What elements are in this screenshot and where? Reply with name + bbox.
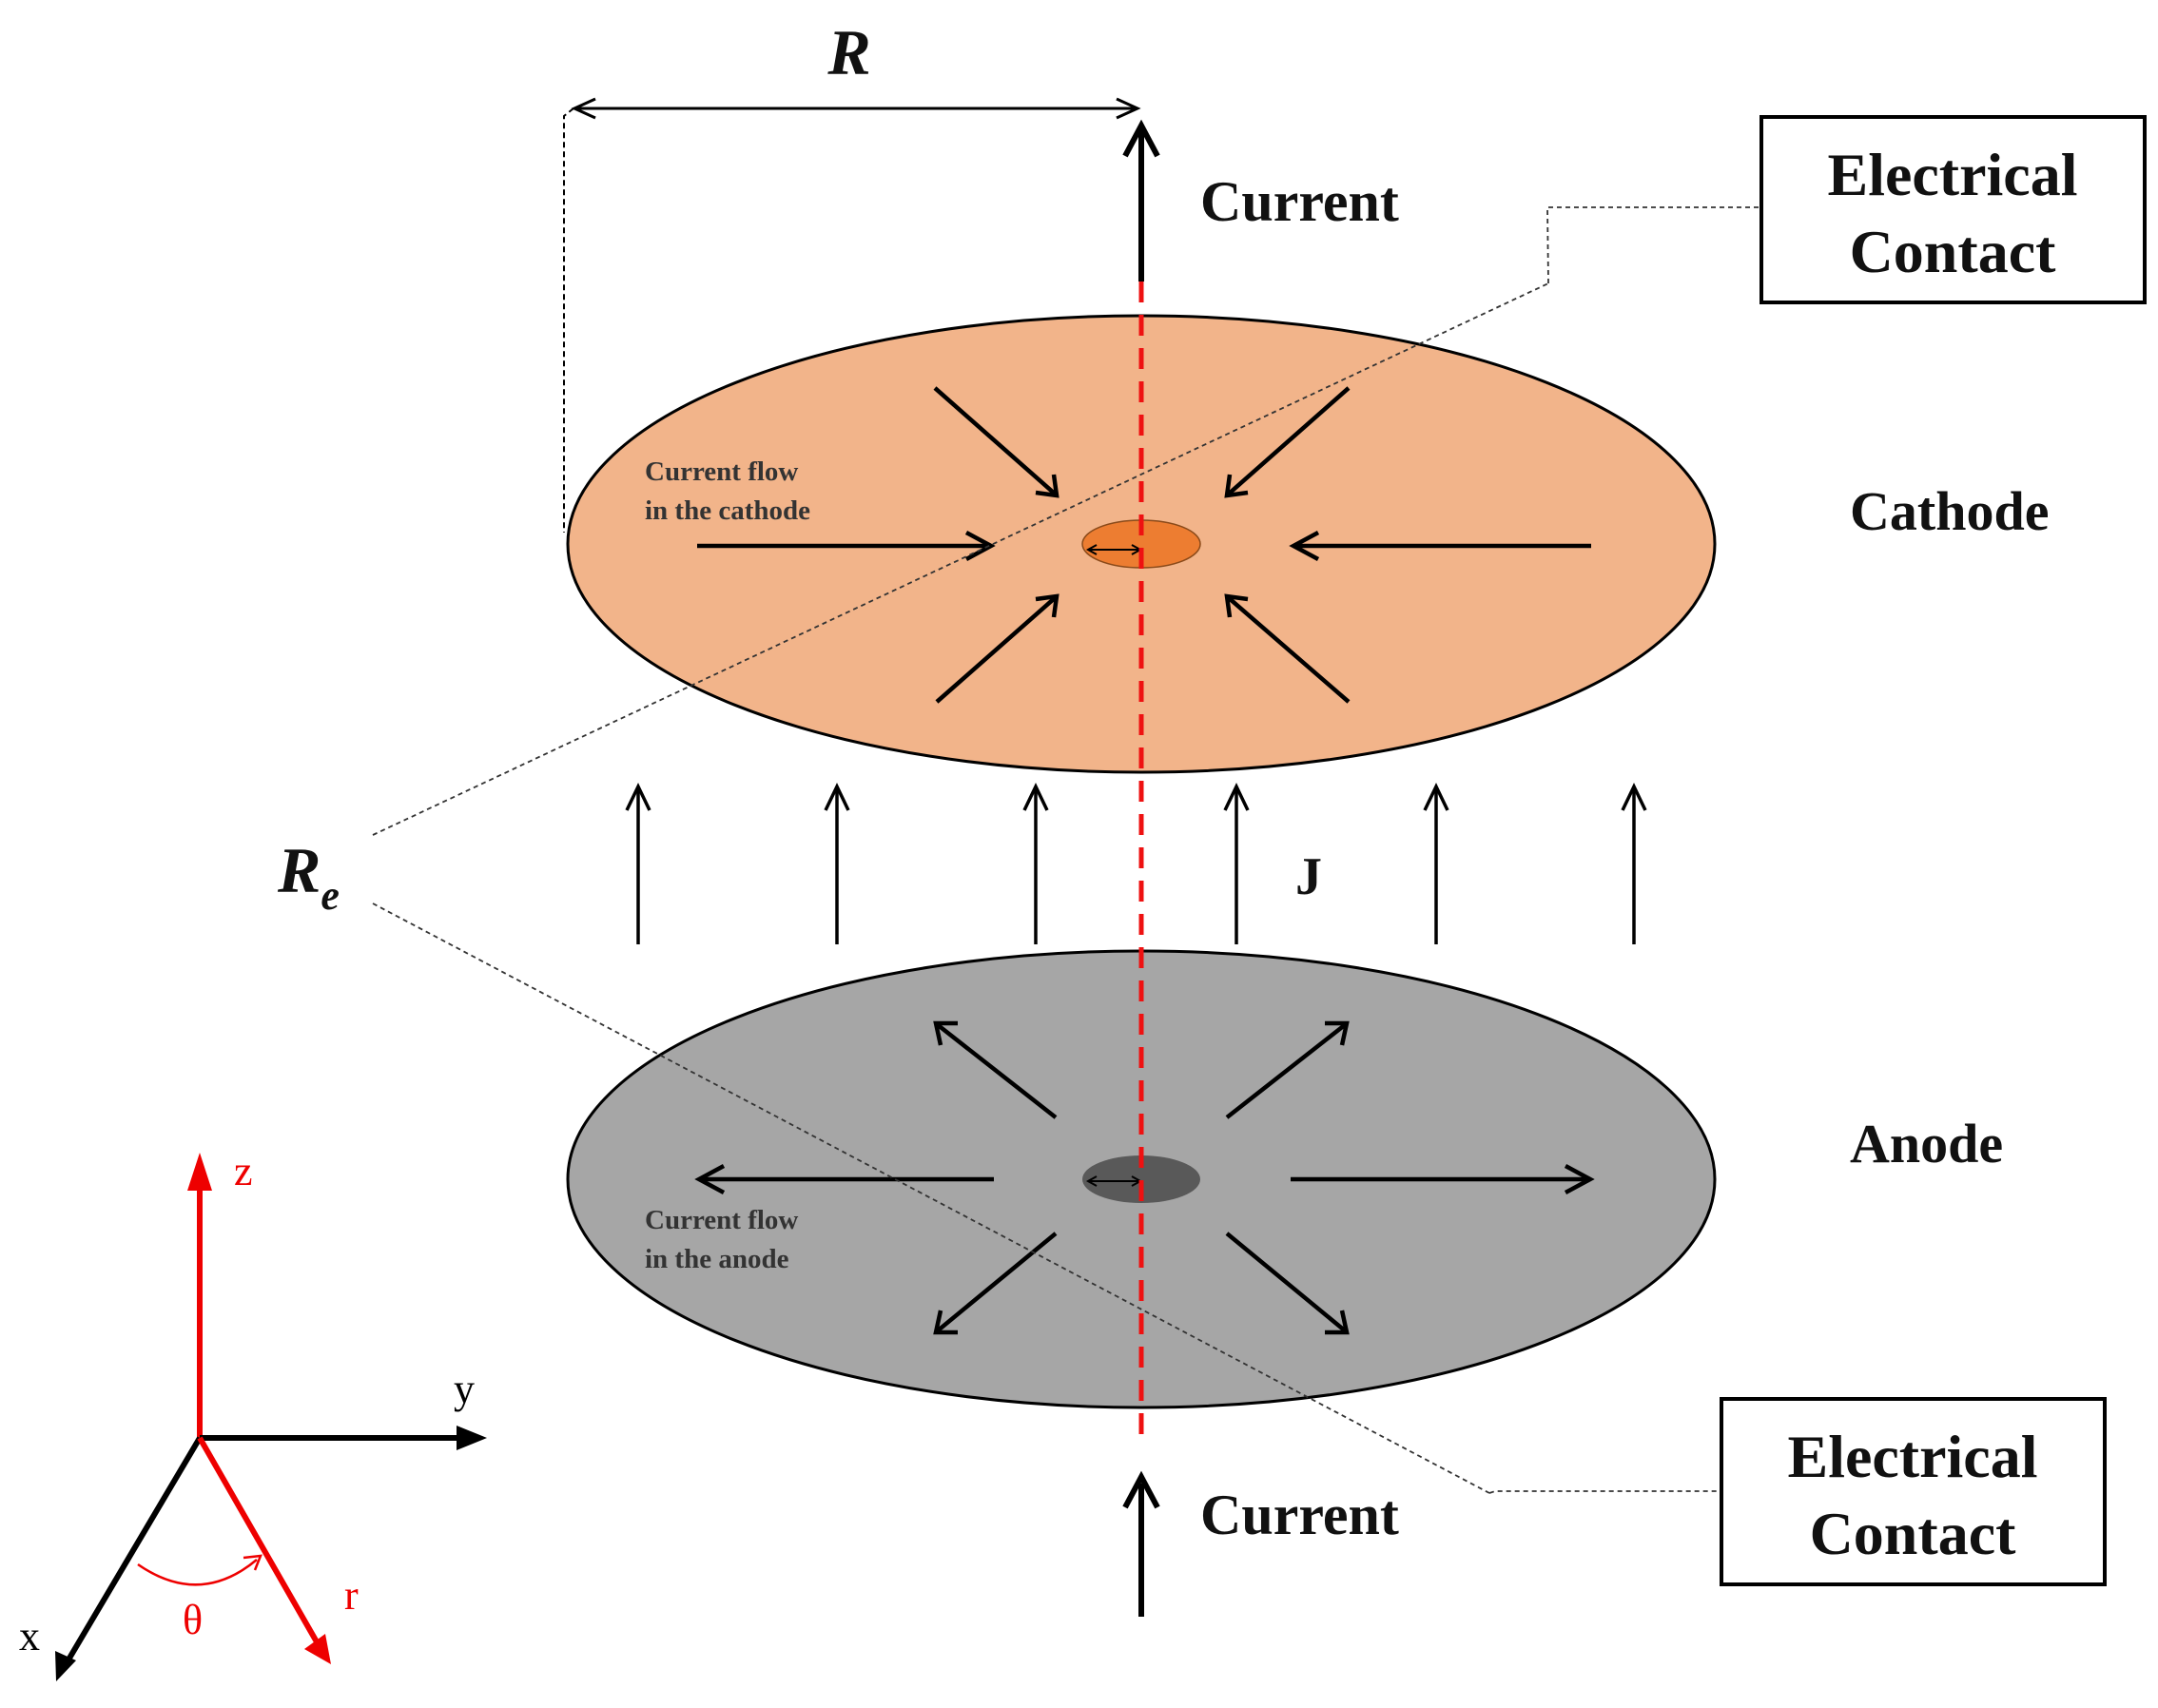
cathode-label: Cathode [1850, 480, 2049, 542]
cathode-flow-arrows [697, 386, 1591, 704]
current-density-arrows [625, 782, 1647, 944]
cathode-flow-label-1: Current flow [645, 456, 798, 487]
contact-bottom-line2: Contact [1810, 1500, 2017, 1567]
cathode-flow-label-2: in the cathode [645, 495, 810, 526]
anode-flow-arrows [694, 1020, 1595, 1335]
x-axis-label: x [19, 1613, 40, 1659]
leader-lines [372, 206, 1761, 1494]
electrical-contact-box-bottom: Electrical Contact [1720, 1397, 2107, 1586]
current-density-label: J [1295, 847, 1322, 906]
current-bottom-label: Current [1200, 1484, 1399, 1546]
r-axis-label: r [344, 1572, 359, 1619]
anode-flow-label-2: in the anode [645, 1244, 789, 1274]
contact-bottom-line1: Electrical [1788, 1423, 2038, 1490]
cathode-disk: Current flow in the cathode [566, 314, 1717, 774]
anode-flow-label-1: Current flow [645, 1205, 798, 1235]
anode-contact-spot [1082, 1155, 1200, 1203]
theta-label: θ [183, 1597, 203, 1643]
contact-top-line2: Contact [1850, 218, 2057, 285]
coordinate-axes: z y x r θ [19, 1148, 487, 1681]
electrical-contact-box-top: Electrical Contact [1759, 115, 2147, 304]
anode-disk: Current flow in the anode [566, 949, 1717, 1409]
z-axis-label: z [234, 1148, 253, 1194]
current-top-label: Current [1200, 170, 1399, 233]
radius-label: R [826, 16, 870, 88]
y-axis-label: y [454, 1366, 475, 1412]
current-axis [1122, 119, 1160, 1617]
anode-label: Anode [1850, 1113, 2003, 1174]
contact-radius-label: Re [277, 834, 340, 919]
radius-dimension: R [563, 16, 1141, 533]
contact-top-line1: Electrical [1828, 141, 2078, 208]
